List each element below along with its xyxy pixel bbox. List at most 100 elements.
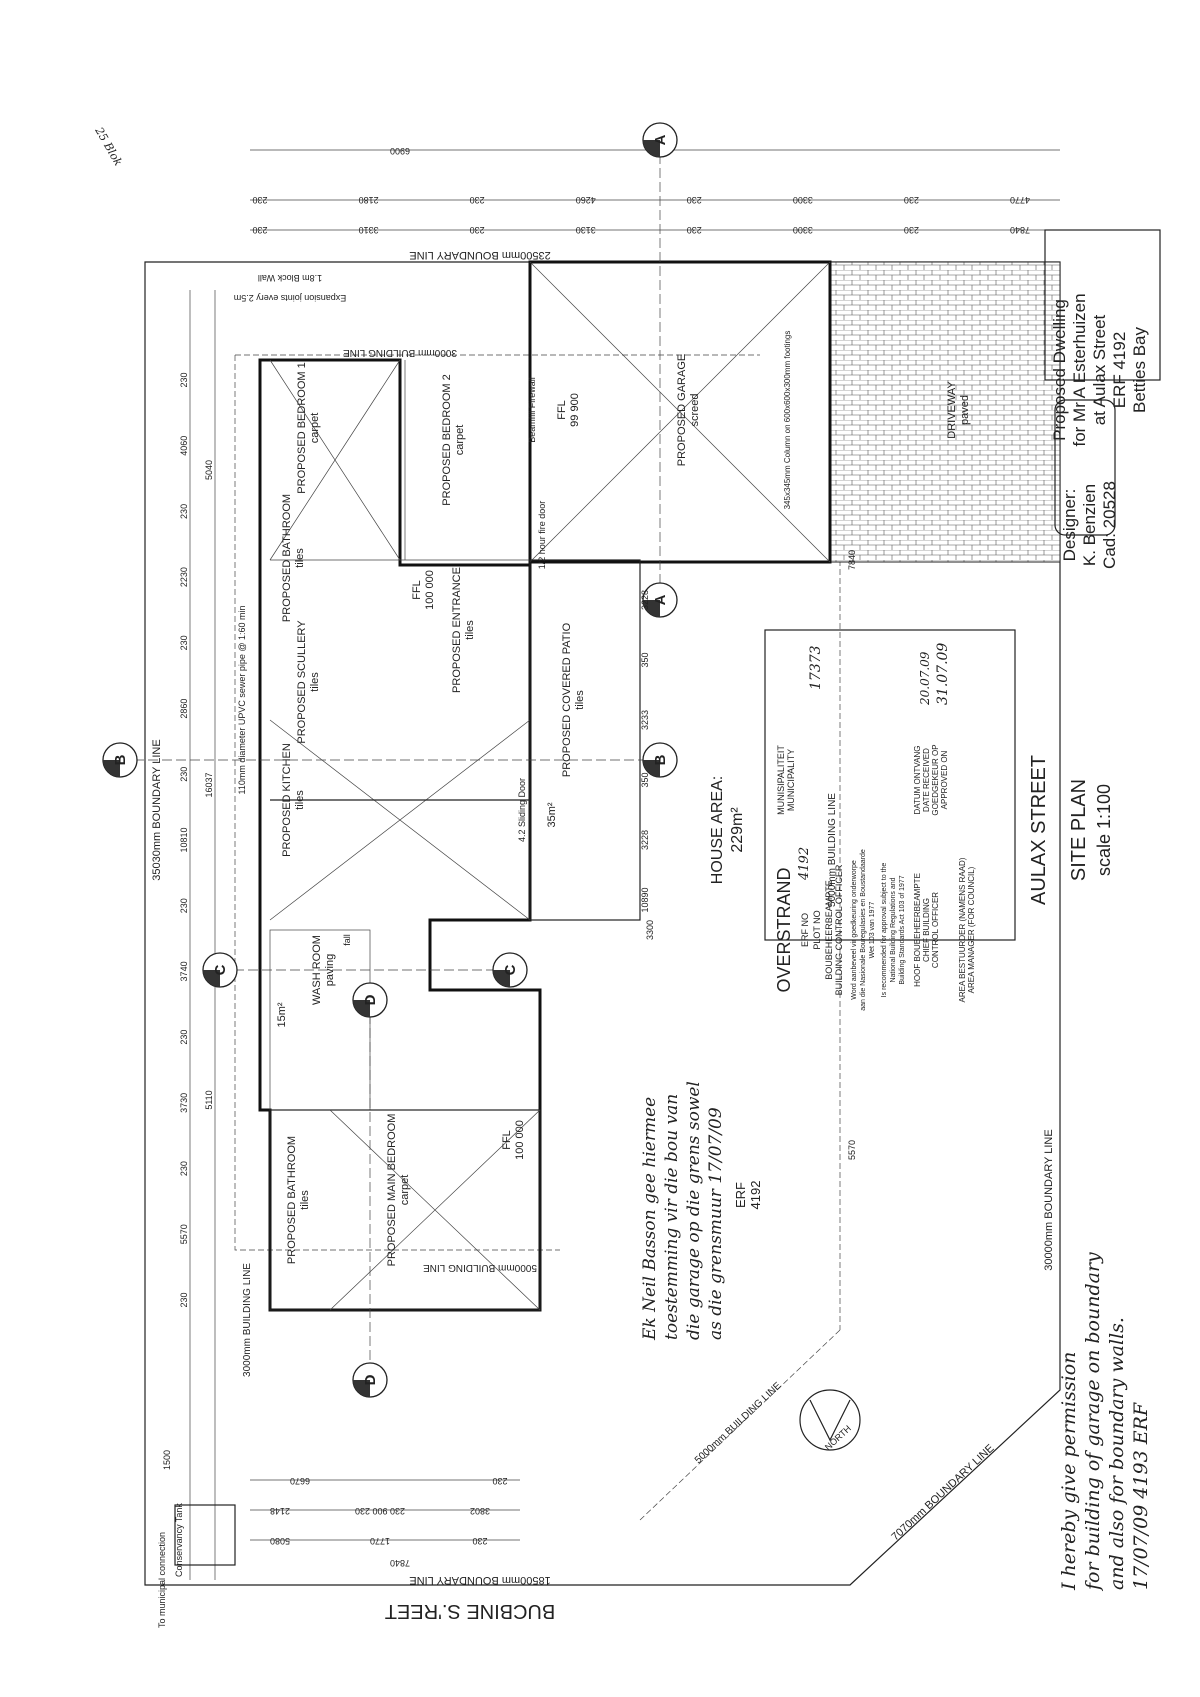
stamp-chief: CHIEF BUILDING — [922, 898, 931, 962]
dimension-label: 3740 — [179, 961, 189, 981]
dimension-label: 230 — [179, 767, 189, 782]
section-label: B — [112, 754, 129, 765]
boundary-right-label: 30000mm BOUNDARY LINE — [1043, 1129, 1055, 1270]
title-line: Betties Bay — [1130, 327, 1149, 413]
stamp-date-received: 20.07.09 — [918, 651, 932, 706]
stamp-area-manager: AREA MANAGER (FOR COUNCIL) — [967, 866, 976, 993]
street-name: AULAX STREET — [1028, 755, 1050, 905]
room-finish: paving — [324, 954, 336, 986]
boundary-diagonal-label: 7070mm BOUNDARY LINE — [889, 1442, 996, 1543]
stamp-chief: HOOF BOUBEHEERBEAMPTE — [913, 873, 922, 987]
designer-line: K. Benzien — [1080, 484, 1099, 566]
dimension-label: 3233 — [640, 710, 650, 730]
room-kitchen: PROPOSED KITCHEN — [281, 743, 293, 857]
municipal-connection-note: To municipal connection — [157, 1532, 167, 1628]
dimension-label: 5570 — [847, 1140, 857, 1160]
stamp-officer: BOUBEHEERBEAMPTE — [824, 880, 834, 980]
stamp-received: APPROVED ON — [940, 750, 949, 809]
handwritten-permission: 17/07/09 4193 ERF — [1130, 1402, 1152, 1590]
dimension-label: 350 — [640, 772, 650, 787]
site-plan-scale: scale 1:100 — [1094, 784, 1114, 876]
dimension-label: 5110 — [204, 1090, 214, 1109]
north-arrow-icon — [799, 1389, 861, 1451]
boundary-bottom-label: 18500mm BOUNDARY LINE — [409, 1574, 550, 1586]
north-label: NORTH — [823, 1423, 853, 1452]
room-covered-patio: PROPOSED COVERED PATIO — [561, 622, 573, 777]
room-finish: paved — [959, 395, 971, 425]
room-finish: tiles — [574, 690, 586, 710]
boundary-top-label: 23500mm BOUNDARY LINE — [409, 249, 550, 261]
section-marker-icon: C — [202, 952, 238, 988]
dimension-label: 230 — [252, 225, 267, 235]
house-area-value: 229m² — [729, 807, 746, 853]
room-bathroom-2: PROPOSED BATHROOM — [286, 1136, 298, 1264]
driveway-paving — [829, 261, 1061, 563]
erf-number: 4192 — [748, 1181, 763, 1210]
dimension-label: 230 — [179, 504, 189, 519]
dimension-label: 3300 — [793, 195, 813, 205]
column-note: 345x345mm Column on 600x600x300mm footin… — [783, 331, 792, 510]
stamp-erf-value: 4192 — [797, 847, 812, 881]
dimension-label: 230 — [179, 898, 189, 913]
building-line-diagonal — [639, 1329, 841, 1521]
dimension-label: 230 900 230 — [355, 1506, 405, 1516]
fall-note: fall — [342, 934, 352, 946]
fire-door-note: 1/2 hour fire door — [537, 501, 547, 570]
dimension-label: 230 — [492, 1476, 507, 1486]
stamp-reference: 17373 — [808, 645, 824, 690]
room-finish: carpet — [309, 413, 321, 444]
section-marker-icon: A — [642, 582, 678, 618]
room-finish: carpet — [399, 1175, 411, 1206]
dimension-label: 230 — [179, 1292, 189, 1307]
bottom-street-name: BUCBINE S.'REET — [385, 1600, 556, 1622]
section-label: D — [362, 994, 379, 1005]
stamp-recommend: Wet 103 van 1977 — [869, 902, 876, 959]
stamp-recommend: aan die Nasionale Bouregulasies en Boust… — [860, 849, 867, 1011]
dimension-label: 230 — [904, 195, 919, 205]
building-line-right-label: 5000mm BUILDING LINE — [827, 793, 838, 907]
dimension-label: 230 — [179, 635, 189, 650]
room-bathroom: PROPOSED BATHROOM — [281, 494, 293, 622]
stamp-area-manager: AREA BESTUURDER (NAMENS RAAD) — [958, 857, 967, 1002]
stamp-municipality-name: OVERSTRAND — [774, 867, 794, 992]
stamp-recommend-en: Is recommended for approval subject to t… — [881, 863, 888, 998]
dimension-label: 2860 — [179, 699, 189, 719]
handwritten-permission: I hereby give permission — [1058, 1352, 1080, 1591]
section-label: A — [652, 134, 669, 145]
room-finish: tiles — [309, 672, 321, 692]
dimension-label: 4260 — [576, 195, 596, 205]
ffl-label: FFL — [501, 1130, 513, 1150]
dimension-label: 2230 — [179, 567, 189, 587]
dimension-label: 5570 — [179, 1224, 189, 1244]
building-line-bottom-label: 5000mm BUILDING LINE — [423, 1262, 537, 1273]
municipal-stamp — [764, 629, 1016, 941]
covered-patio — [529, 559, 641, 921]
room-entrance: PROPOSED ENTRANCE — [451, 567, 463, 693]
dimension-label: 7840 — [847, 550, 857, 570]
designer-line: Designer: — [1060, 489, 1079, 562]
room-main-bedroom: PROPOSED MAIN BEDROOM — [386, 1114, 398, 1267]
section-label: A — [652, 594, 669, 605]
room-finish: carpet — [454, 425, 466, 456]
title-block — [1044, 229, 1161, 381]
handwritten-consent: die garage op die grens sowel — [684, 1081, 704, 1340]
stamp-recommend: Word aanbeveel vir goedkeuring onderworp… — [851, 860, 858, 1000]
expansion-joints-note: Expansion joints every 2.5m — [234, 293, 347, 303]
dimension-label: 4060 — [179, 436, 189, 456]
erf-label: ERF — [733, 1182, 748, 1208]
title-line: for Mr A Esterhuizen — [1070, 293, 1089, 446]
dimension-label: 3310 — [359, 225, 379, 235]
handwritten-consent: toestemming vir die bou van — [662, 1094, 682, 1340]
section-marker-icon: D — [352, 1362, 388, 1398]
building-line-top-label: 3000mm BUILDING LINE — [343, 347, 457, 358]
dimension-label: 230 — [179, 372, 189, 387]
section-marker-icon: C — [492, 952, 528, 988]
conservancy-tank-label: Conservancy Tank — [174, 1503, 184, 1577]
dimension-label: 230 — [470, 195, 485, 205]
sewer-note: 110mm diameter UPVC sewer pipe @ 1:60 mi… — [237, 605, 247, 794]
stamp-received: GOEDGEKEUR OP — [931, 744, 940, 815]
room-bedroom-2: PROPOSED BEDROOM 2 — [441, 374, 453, 505]
section-label: C — [502, 964, 519, 975]
